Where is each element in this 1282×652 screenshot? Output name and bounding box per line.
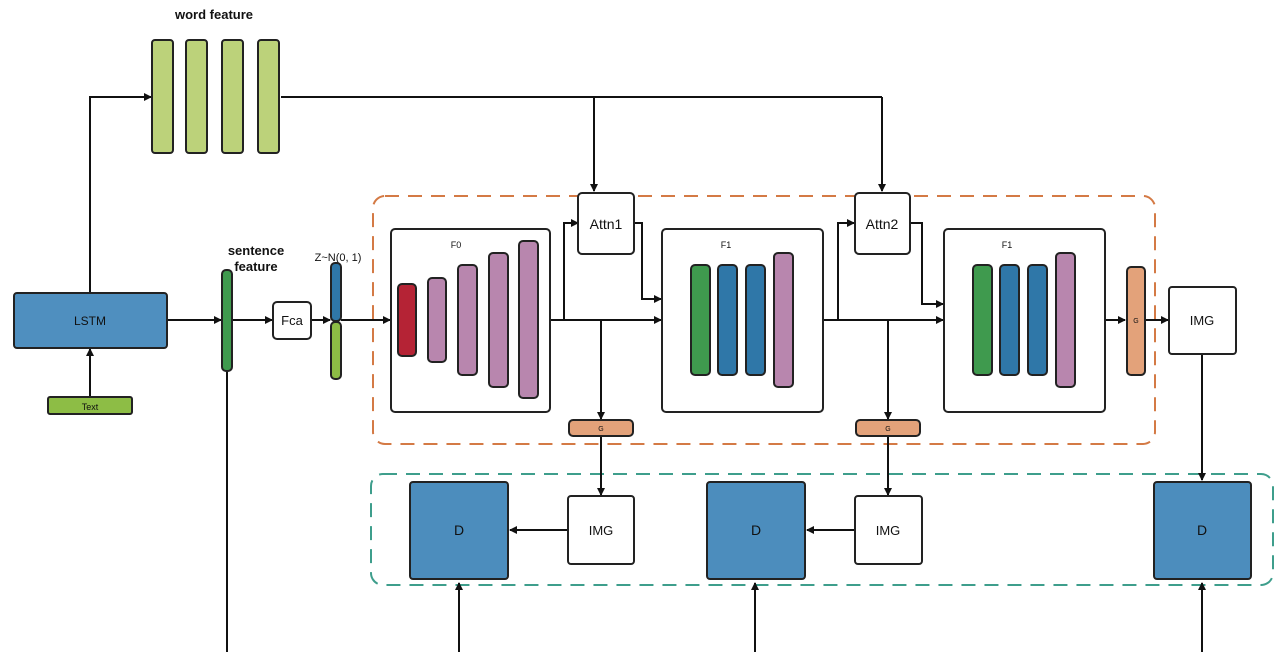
f1-layer (1027, 264, 1048, 376)
line-f1-to-attn2 (837, 219, 855, 320)
img1-label: IMG (589, 523, 614, 538)
fca-label: Fca (281, 313, 303, 328)
attn2-box (854, 192, 911, 255)
arrow-attn1-to-f1 (634, 222, 662, 303)
f0-label: F0 (451, 240, 462, 250)
sentence-feature-label-line1: sentence (228, 243, 284, 258)
g1-label: G (598, 426, 603, 433)
g3-label: G (1133, 318, 1138, 325)
attn1-label: Attn1 (590, 216, 623, 232)
word-feature-bar (185, 39, 208, 154)
img-top-label: IMG (1190, 313, 1215, 328)
f0-layer (457, 264, 478, 376)
img-top-box (1168, 286, 1237, 355)
f1-layer (690, 264, 711, 376)
f1-label-a: F1 (721, 240, 732, 250)
f0-layer (488, 252, 509, 388)
word-feature-label: word feature (174, 7, 253, 22)
d3-label: D (1197, 522, 1207, 538)
f0-layer (397, 283, 417, 357)
word-feature-bars (151, 39, 280, 154)
lstm-label: LSTM (74, 314, 106, 328)
discriminator-group-border (370, 473, 1274, 586)
f0-layer (427, 277, 447, 363)
f1-layer (717, 264, 738, 376)
f0-layer (518, 240, 539, 399)
text-input-box (47, 396, 133, 415)
g3-box (1126, 266, 1146, 376)
d1-box (409, 481, 509, 580)
arrow-lstm-to-word-feature (89, 93, 152, 292)
condition-bar (330, 321, 342, 380)
f0-layers (397, 240, 539, 399)
d2-label: D (751, 522, 761, 538)
img1-box (567, 495, 635, 565)
connectors (86, 93, 1206, 652)
noise-bar (330, 262, 342, 322)
line-f0-to-attn1 (563, 219, 579, 320)
arrow-attn2-to-f1b (910, 222, 944, 308)
g1-box (568, 419, 634, 437)
img2-box (854, 495, 923, 565)
sentence-feature-label-line2: feature (234, 259, 277, 274)
f1-layer (972, 264, 993, 376)
g2-box (855, 419, 921, 437)
text-input-label: Text (82, 402, 99, 412)
d3-box (1153, 481, 1252, 580)
fca-box (272, 301, 312, 340)
f1-layers-b (972, 252, 1076, 388)
word-feature-bar (257, 39, 280, 154)
word-feature-bar (151, 39, 174, 154)
sentence-feature-bar (221, 269, 233, 372)
f1-layer (1055, 252, 1076, 388)
f1-layers-a (690, 252, 794, 388)
d2-box (706, 481, 806, 580)
word-feature-bar (221, 39, 244, 154)
g2-label: G (885, 426, 890, 433)
f1-layer (999, 264, 1020, 376)
img2-label: IMG (876, 523, 901, 538)
f1-block-a (661, 228, 824, 413)
f1-block-b (943, 228, 1106, 413)
generator-group-border (372, 195, 1156, 445)
attn2-label: Attn2 (866, 216, 899, 232)
f1-layer (745, 264, 766, 376)
f1-layer (773, 252, 794, 388)
f1-label-b: F1 (1002, 240, 1013, 250)
noise-label: Z~N(0, 1) (315, 252, 362, 264)
attn1-box (577, 192, 635, 255)
lstm-box (13, 292, 168, 349)
d1-label: D (454, 522, 464, 538)
